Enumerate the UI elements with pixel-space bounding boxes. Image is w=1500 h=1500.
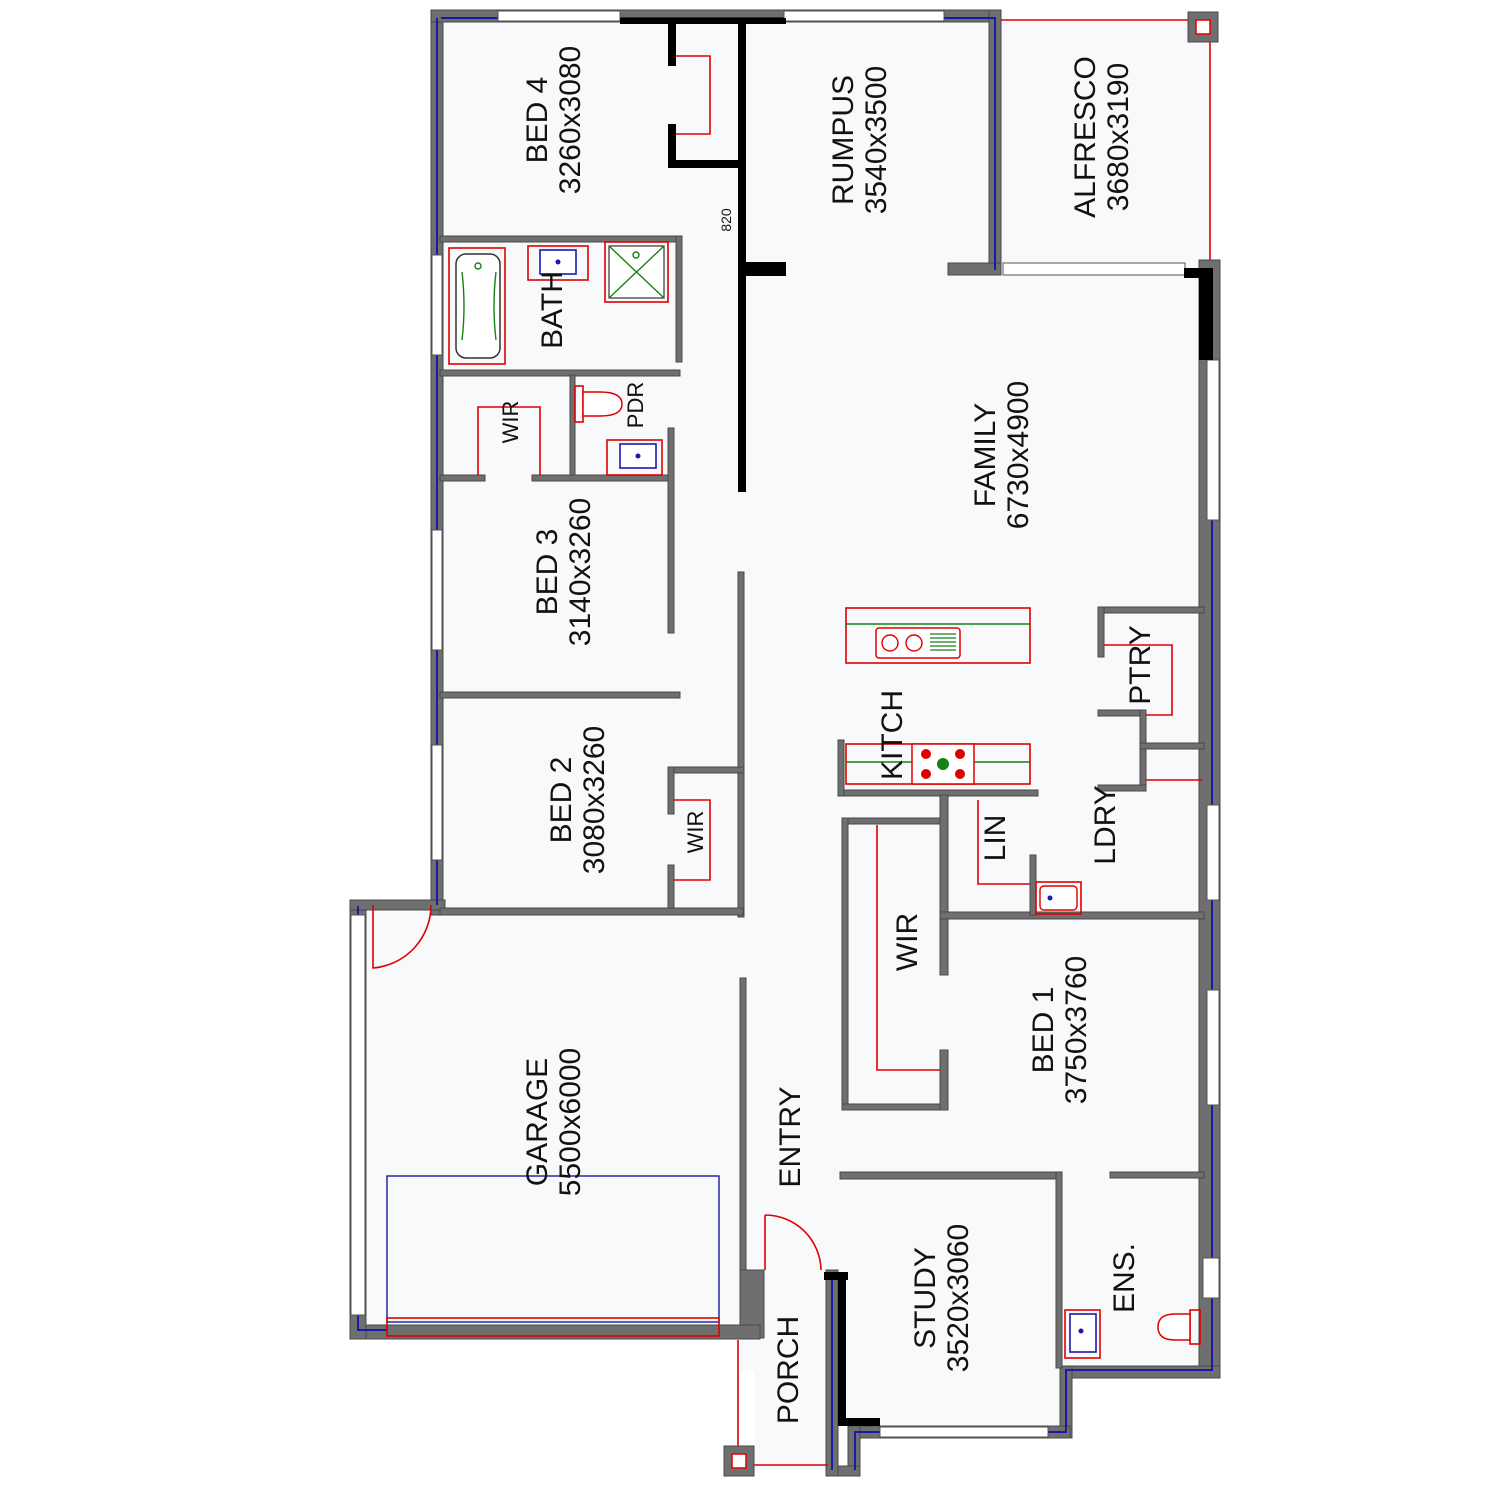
room-label-entry: ENTRY [774,1086,807,1187]
room-label-pdr: PDR [623,382,648,428]
room-label-rumpus: RUMPUS [827,75,860,205]
room-label-bed4: BED 4 [521,77,554,164]
kitchen-island [845,607,1031,664]
room-size-bed4: 3260x3080 [554,46,587,194]
room-label-bed3: BED 3 [531,529,564,616]
room-label-bath: BATH [536,271,569,349]
room-label-bed2: BED 2 [545,757,578,844]
room-size-bed2: 3080x3260 [578,726,611,874]
room-size-rumpus: 3540x3500 [860,66,893,214]
room-size-study: 3520x3060 [942,1224,975,1372]
room-label-ens: ENS. [1108,1243,1141,1313]
alfresco-structure [1001,11,1219,260]
laundry-fixtures [977,800,1082,915]
floor-areas [360,20,1210,1470]
garage-outline [386,1175,720,1337]
room-label-garage: GARAGE [521,1058,554,1186]
room-label-ptry: PTRY [1124,625,1157,704]
bath-fixtures [448,241,669,365]
pdr-fixtures [574,385,663,476]
room-label-porch: PORCH [772,1316,805,1424]
room-label-ldry: LDRY [1089,785,1122,864]
room-size-bed1: 3750x3760 [1060,956,1093,1104]
porch-structure [723,1340,828,1477]
room-label-study: STUDY [909,1247,942,1349]
kitchen-bench [845,743,1031,785]
room-label-alfresco: ALFRESCO [1069,56,1102,218]
room-size-family: 6730x4900 [1002,381,1035,529]
room-labels: BED 4 3260x3080 RUMPUS 3540x3500 ALFRESC… [498,46,1157,1424]
room-label-family: FAMILY [969,403,1002,507]
ensuite-fixtures [1064,1309,1201,1359]
bed1-wir-robes [876,825,940,1071]
room-size-alfresco: 3680x3190 [1102,63,1135,211]
room-label-bed1: BED 1 [1027,987,1060,1074]
doors [372,55,1202,1271]
highlighted-walls [620,18,1213,1426]
room-label-lin: LIN [979,815,1012,862]
room-size-garage: 5500x6000 [554,1048,587,1196]
room-label-wir-bed1: WIR [891,913,924,971]
room-label-wir-bed3: WIR [498,401,523,444]
opening-width-label: 820 [718,208,734,232]
room-label-kitch: KITCH [876,690,909,780]
room-label-wir-bed2: WIR [683,811,708,854]
interior-walls [439,235,1205,1369]
room-size-bed3: 3140x3260 [564,498,597,646]
